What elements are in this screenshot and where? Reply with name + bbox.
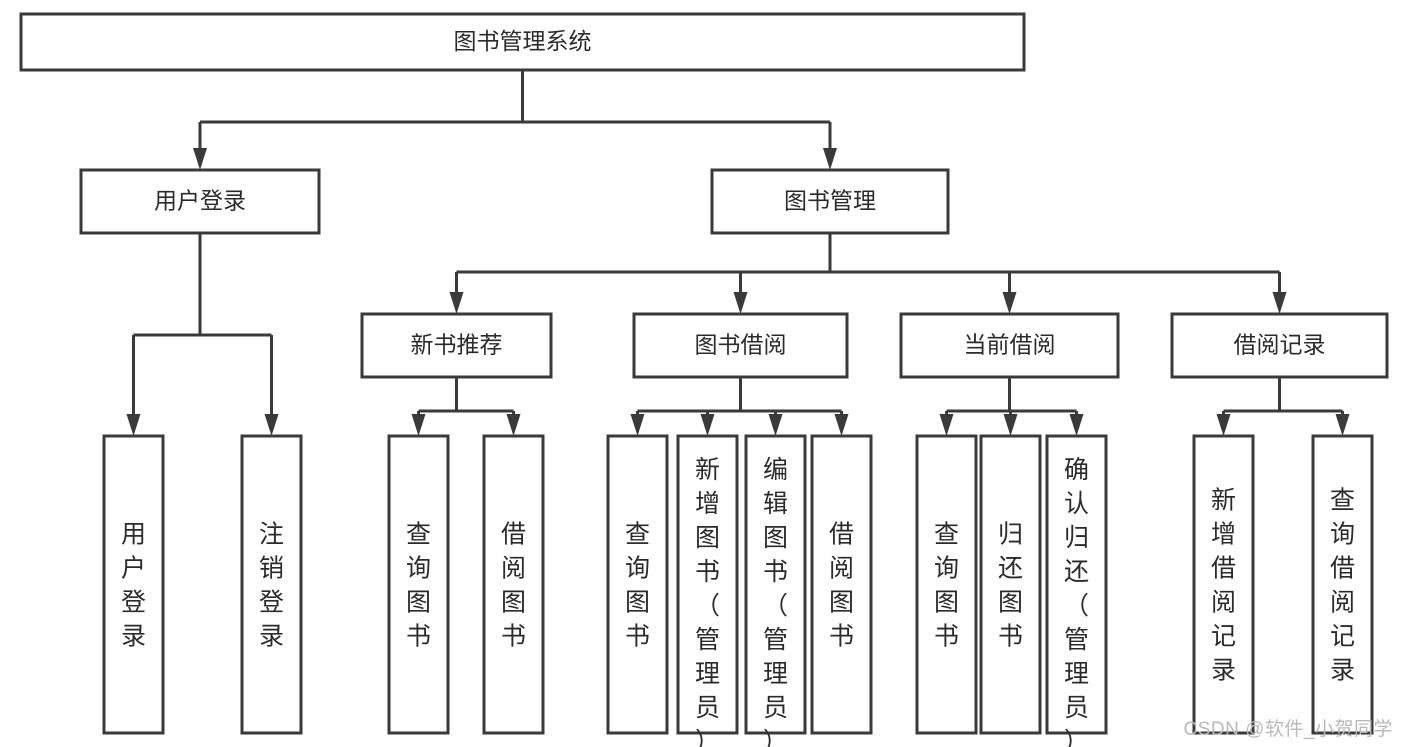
leaf-leaf-return-book[interactable]: 归还图书 [979, 434, 1042, 735]
leaf-label-leaf-borrow-book-1: 借阅图书 [501, 521, 526, 651]
leaf-box[interactable] [240, 434, 303, 735]
leaf-box[interactable] [482, 434, 545, 735]
leaf-label-leaf-add-book: 新增图书（管理员） [695, 456, 720, 747]
node-current-borrow[interactable]: 当前借阅 [899, 312, 1120, 379]
leaf-label-leaf-user-login: 用户登录 [121, 521, 146, 651]
node-label-borrow-record: 借阅记录 [1234, 332, 1326, 358]
leaf-label-leaf-query-book-3: 查询图书 [934, 521, 959, 651]
node-book-manage[interactable]: 图书管理 [710, 168, 950, 235]
leaf-label-leaf-query-record: 查询借阅记录 [1330, 487, 1355, 685]
leaf-leaf-query-book-1[interactable]: 查询图书 [387, 434, 450, 735]
leaf-leaf-edit-book[interactable]: 编辑图书（管理员） [744, 434, 807, 747]
edge-group-borrow-record [1216, 377, 1350, 436]
leaf-leaf-confirm-return[interactable]: 确认归还（管理员） [1045, 434, 1108, 747]
node-user-login[interactable]: 用户登录 [79, 168, 321, 235]
edge-group-user-login [126, 233, 279, 436]
leaf-box[interactable] [102, 434, 165, 735]
watermark-text: CSDN @软件_小贺同学 [1183, 719, 1393, 740]
leaf-box[interactable] [979, 434, 1042, 735]
leaf-box[interactable] [387, 434, 450, 735]
node-box[interactable] [360, 312, 553, 379]
leaf-box[interactable] [1311, 434, 1374, 735]
leaf-box[interactable] [1192, 434, 1255, 735]
node-box[interactable] [1170, 312, 1389, 379]
leaf-leaf-borrow-book-1[interactable]: 借阅图书 [482, 434, 545, 735]
leaf-label-leaf-confirm-return: 确认归还（管理员） [1064, 456, 1089, 747]
node-box[interactable] [79, 168, 321, 235]
node-root[interactable]: 图书管理系统 [19, 12, 1026, 72]
edge-group-book-manage [449, 233, 1287, 314]
node-label-root: 图书管理系统 [454, 28, 592, 54]
node-label-user-login: 用户登录 [154, 188, 246, 214]
node-label-current-borrow: 当前借阅 [964, 332, 1056, 358]
leaf-leaf-query-book-3[interactable]: 查询图书 [915, 434, 978, 735]
node-new-book-recommend[interactable]: 新书推荐 [360, 312, 553, 379]
edge-group-new-book-recommend [411, 377, 521, 436]
leaf-box[interactable] [606, 434, 669, 735]
node-box[interactable] [710, 168, 950, 235]
leaf-box[interactable] [744, 434, 807, 735]
node-book-borrow[interactable]: 图书借阅 [632, 312, 849, 379]
leaf-label-leaf-query-book-2: 查询图书 [625, 521, 650, 651]
leaf-leaf-query-book-2[interactable]: 查询图书 [606, 434, 669, 735]
leaf-leaf-logout[interactable]: 注销登录 [240, 434, 303, 735]
node-borrow-record[interactable]: 借阅记录 [1170, 312, 1389, 379]
connector-layer [126, 70, 1350, 436]
leaf-label-leaf-return-book: 归还图书 [998, 521, 1023, 651]
node-box[interactable] [19, 12, 1026, 72]
edge-group-current-borrow [939, 377, 1084, 436]
leaf-leaf-user-login[interactable]: 用户登录 [102, 434, 165, 735]
edge-group-root [193, 70, 837, 170]
node-box[interactable] [632, 312, 849, 379]
leaf-label-leaf-edit-book: 编辑图书（管理员） [763, 456, 788, 747]
leaf-label-leaf-add-record: 新增借阅记录 [1211, 487, 1236, 685]
node-layer: 图书管理系统用户登录图书管理新书推荐图书借阅当前借阅借阅记录用户登录注销登录查询… [19, 12, 1389, 747]
node-box[interactable] [899, 312, 1120, 379]
leaf-label-leaf-query-book-1: 查询图书 [406, 521, 431, 651]
leaf-label-leaf-logout: 注销登录 [259, 521, 284, 651]
leaf-box[interactable] [676, 434, 739, 735]
leaf-leaf-add-book[interactable]: 新增图书（管理员） [676, 434, 739, 747]
node-label-book-manage: 图书管理 [784, 188, 876, 214]
edge-group-book-borrow [630, 377, 849, 436]
leaf-box[interactable] [1045, 434, 1108, 735]
leaf-leaf-add-record[interactable]: 新增借阅记录 [1192, 434, 1255, 735]
leaf-label-leaf-borrow-book-2: 借阅图书 [829, 521, 854, 651]
leaf-box[interactable] [915, 434, 978, 735]
node-label-new-book-recommend: 新书推荐 [411, 332, 503, 358]
leaf-leaf-query-record[interactable]: 查询借阅记录 [1311, 434, 1374, 735]
leaf-box[interactable] [810, 434, 873, 735]
node-label-book-borrow: 图书借阅 [695, 332, 787, 358]
leaf-leaf-borrow-book-2[interactable]: 借阅图书 [810, 434, 873, 735]
